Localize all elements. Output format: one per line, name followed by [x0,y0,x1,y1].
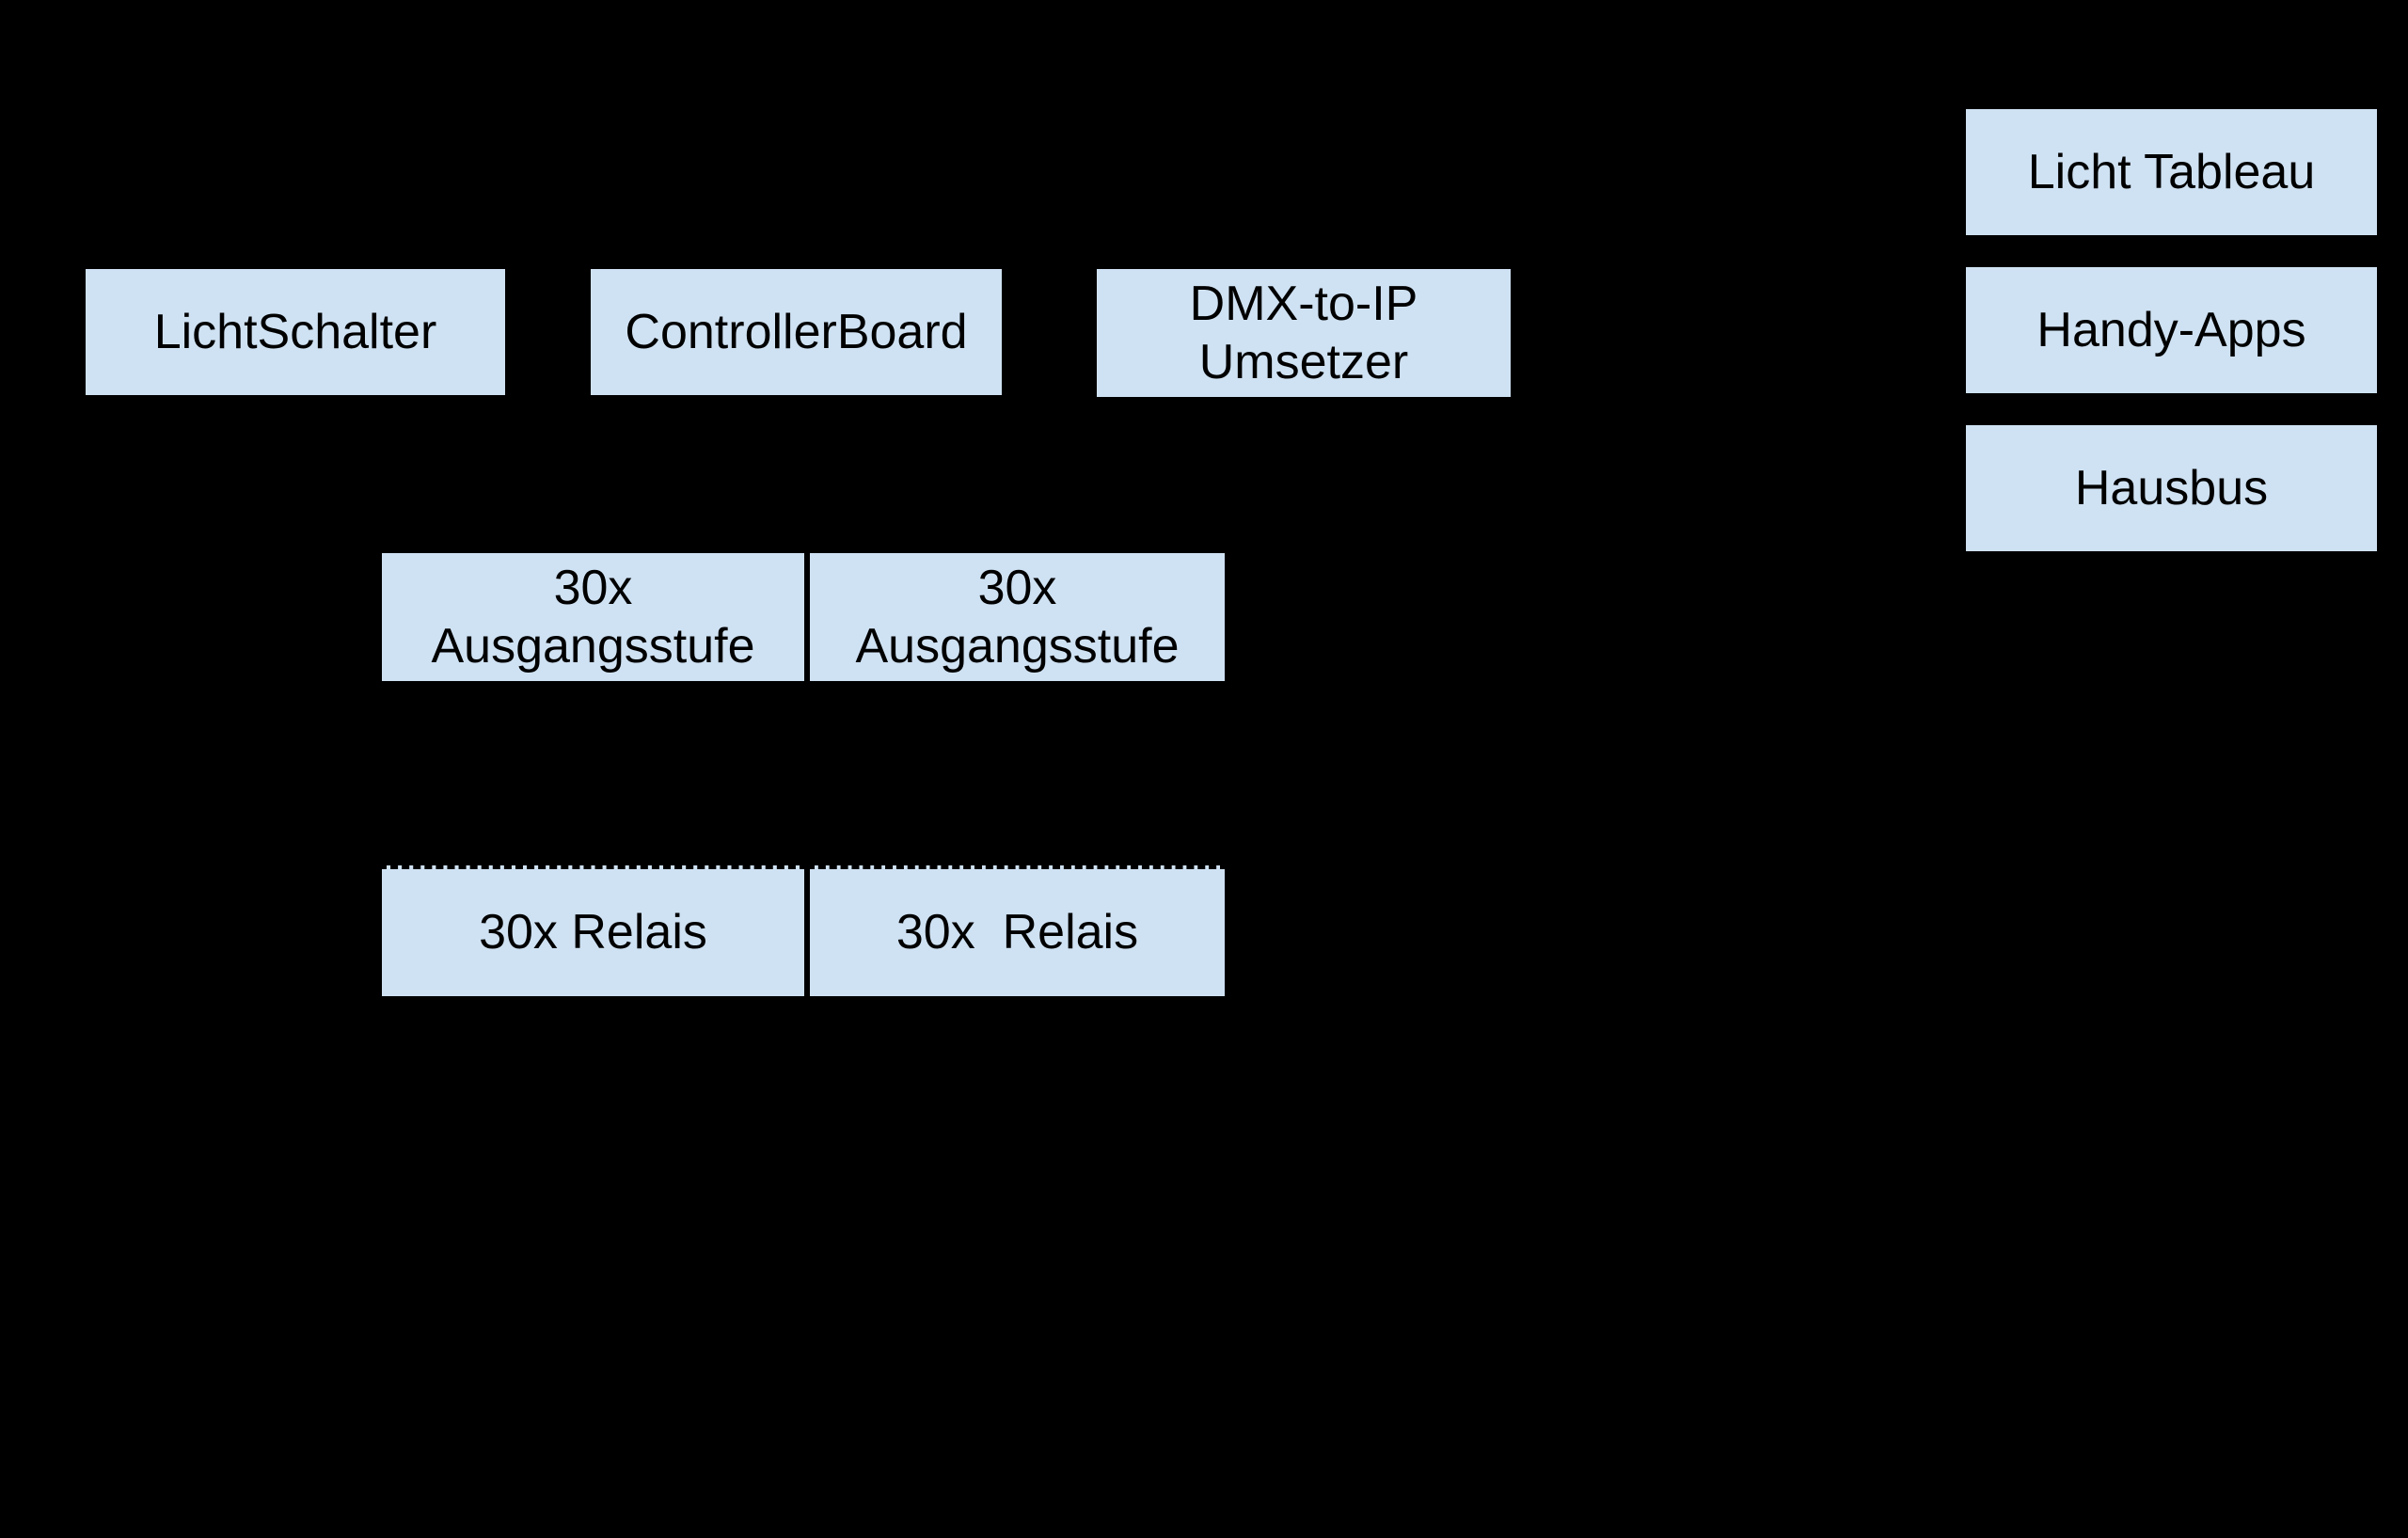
node-ausgangsstufe-right: 30x Ausgangsstufe [807,550,1228,684]
node-label: Hausbus [2074,460,2269,515]
node-label: 30x Ausgangsstufe [855,560,1180,674]
node-handy-apps: Handy-Apps [1963,264,2380,396]
node-label: DMX-to-IP Umsetzer [1189,276,1418,389]
node-label: Handy-Apps [2036,302,2306,357]
node-label: 30x Relais [895,905,1139,960]
node-label: LichtSchalter [153,304,437,359]
node-ausgangsstufe-left: 30x Ausgangsstufe [379,550,807,684]
node-label: 30x Ausgangsstufe [431,560,755,674]
node-label: Licht Tableau [2027,144,2316,199]
node-controllerboard: ControllerBoard [588,266,1005,398]
node-label: 30x Relais [479,905,707,960]
node-relais-left: 30x Relais [379,865,807,999]
node-dmx-to-ip-umsetzer: DMX-to-IP Umsetzer [1094,266,1513,400]
node-licht-tableau: Licht Tableau [1963,106,2380,238]
node-label: ControllerBoard [625,304,968,359]
node-hausbus: Hausbus [1963,422,2380,554]
node-lichtschalter: LichtSchalter [83,266,508,398]
node-relais-right: 30x Relais [807,865,1228,999]
